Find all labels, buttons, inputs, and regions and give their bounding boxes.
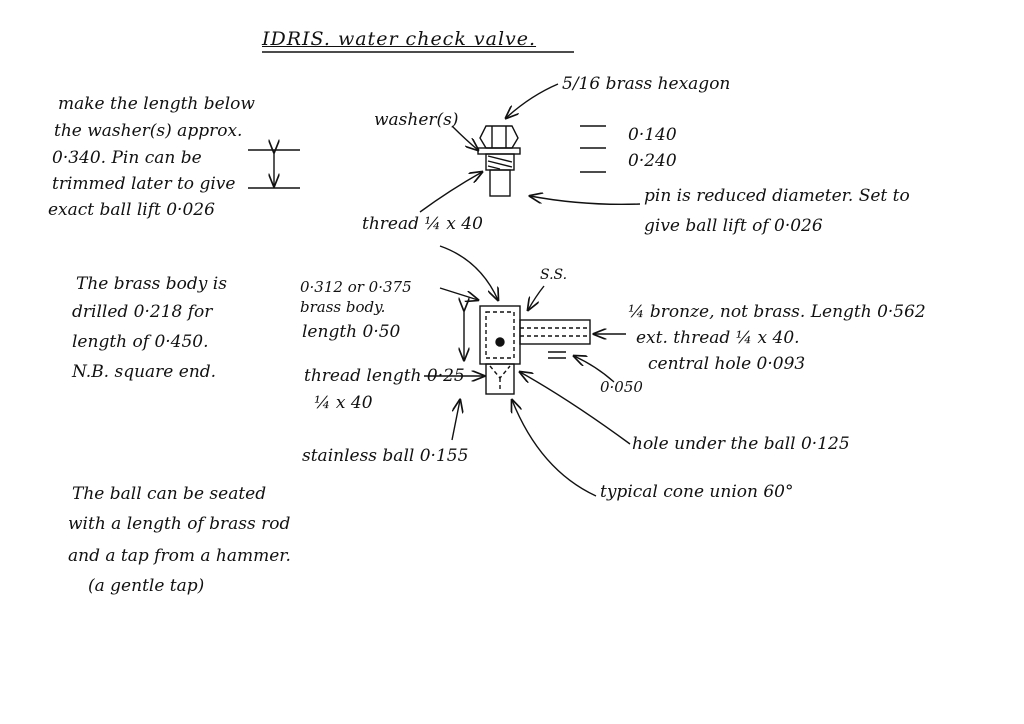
body-note-line: N.B. square end.: [72, 362, 217, 382]
arrow-pin: [530, 196, 641, 206]
dim-label-0240: 0·240: [628, 151, 677, 171]
dim-label-0140: 0·140: [628, 125, 677, 145]
pin-note-line: give ball lift of 0·026: [644, 216, 823, 236]
arrow-stainless-ball: [451, 400, 460, 441]
washers-label: washer(s): [374, 110, 459, 130]
bronze-note-line: ext. thread ¼ x 40.: [636, 328, 800, 348]
arrow-body-size: [439, 287, 478, 300]
length-note-line: trimmed later to give: [52, 174, 236, 194]
page-title: IDRIS. water check valve.: [262, 28, 537, 50]
gap-label: 0·050: [600, 378, 643, 396]
cone-union-label: typical cone union 60°: [600, 482, 794, 502]
arrow-thread-top: [419, 172, 482, 213]
arrow-hexagon: [506, 83, 559, 118]
arrow-hole-under: [520, 372, 631, 445]
body-size-label: 0·312 or 0·375: [300, 278, 412, 296]
bronze-note-line: central hole 0·093: [648, 354, 806, 374]
thread-length-label: ¼ x 40: [314, 393, 373, 413]
arrow-thread-to-body: [439, 245, 498, 300]
ball-note-line: and a tap from a hammer.: [68, 546, 291, 566]
valve-body-part: [479, 305, 591, 395]
ball-note-line: (a gentle tap): [88, 576, 205, 596]
ball-note-line: with a length of brass rod: [68, 514, 291, 534]
length-note-line: exact ball lift 0·026: [48, 200, 215, 220]
arrow-cone-union: [512, 400, 597, 497]
pin-note-line: pin is reduced diameter. Set to: [644, 186, 910, 206]
length-note-line: make the length below: [58, 94, 255, 114]
length-dimension-marker: [248, 150, 300, 189]
body-size-label: brass body.: [300, 298, 386, 316]
arrow-ss: [528, 285, 545, 310]
hole-under-label: hole under the ball 0·125: [632, 434, 850, 454]
ball-note-line: The ball can be seated: [72, 484, 267, 504]
body-note-line: The brass body is: [76, 274, 227, 294]
bronze-note-line: ¼ bronze, not brass. Length 0·562: [628, 302, 926, 322]
ss-label: S.S.: [540, 267, 568, 283]
length-note-line: 0·340. Pin can be: [52, 148, 202, 168]
body-note-line: drilled 0·218 for: [72, 302, 213, 322]
arrow-gap: [574, 356, 615, 383]
arrow-washers: [451, 125, 478, 150]
stainless-ball-label: stainless ball 0·155: [302, 446, 469, 466]
thread-top-label: thread ¼ x 40: [362, 214, 483, 234]
body-length-label: length 0·50: [302, 322, 401, 342]
thread-length-label: thread length 0·25: [304, 366, 465, 386]
body-note-line: length of 0·450.: [72, 332, 209, 352]
length-note-line: the washer(s) approx.: [54, 121, 243, 141]
hexagon-label: 5/16 brass hexagon: [562, 74, 731, 94]
hexagon-head-part: [477, 125, 521, 197]
